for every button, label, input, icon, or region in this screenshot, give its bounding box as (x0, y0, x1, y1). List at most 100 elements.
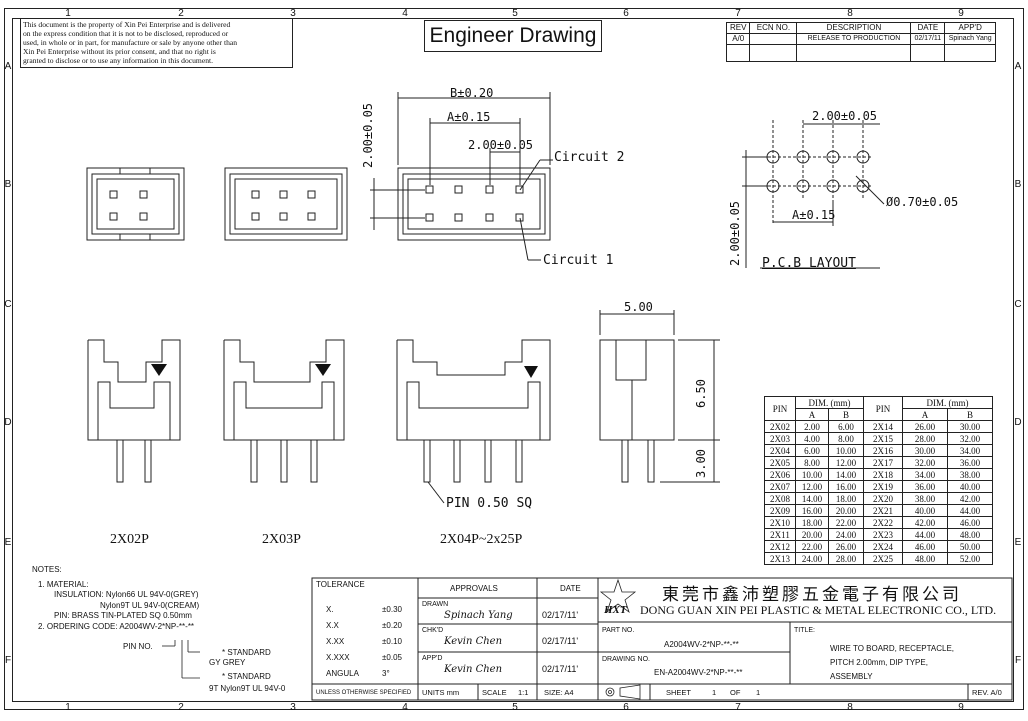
pcb-dim-a: A±0.15 (792, 208, 836, 222)
circuit-2-label: Circuit 2 (554, 150, 625, 165)
company-logo-text: HXT (604, 604, 627, 616)
rev-label: REV. A/0 (972, 688, 1002, 697)
zone-col: 3 (290, 8, 296, 19)
units: UNITS mm (422, 688, 460, 697)
tolerance-value: ±0.05 (382, 653, 402, 662)
dim-table-cell: 24.00 (828, 528, 864, 541)
zone-row: F (4, 655, 12, 666)
zone-col: 5 (512, 702, 518, 713)
notes-material: 1. MATERIAL: (38, 579, 89, 589)
page-title: Engineer Drawing (424, 20, 602, 52)
drawing-border-inner (12, 18, 1014, 702)
variant-label: 2X03P (262, 532, 301, 547)
dim-table-cell: 2X08 (764, 492, 796, 505)
side-view (599, 310, 720, 483)
variant-label: 2X04P~2x25P (440, 532, 523, 547)
zone-row: C (1014, 299, 1022, 310)
dim-table-cell: 2X24 (863, 540, 903, 553)
drawn-date: 02/17/11' (542, 610, 579, 620)
dim-table-cell: 26.00 (828, 540, 864, 553)
dim-table-header: DIM. (mm) (902, 396, 993, 409)
zone-col: 5 (512, 8, 518, 19)
zone-col: 8 (847, 8, 853, 19)
dim-table-header: B (947, 408, 993, 421)
dim-table-header: PIN (863, 396, 903, 421)
dim-table-cell: 40.00 (947, 480, 993, 493)
title-label: TITLE: (794, 627, 816, 634)
zone-col: 1 (65, 702, 71, 713)
of-label: OF (730, 688, 741, 697)
side-dim-width: 5.00 (624, 300, 653, 314)
dim-table-cell: 44.00 (902, 528, 948, 541)
title-line: WIRE TO BOARD, RECEPTACLE, (830, 644, 955, 653)
dim-table-cell: 26.00 (902, 420, 948, 433)
dim-table-cell: 40.00 (902, 504, 948, 517)
zone-col: 6 (623, 8, 629, 19)
tolerance-label: ANGULA (326, 669, 359, 678)
disclaimer-line: Xin Pei Enterprise without its prior con… (23, 47, 216, 56)
dim-table-cell: 48.00 (947, 528, 993, 541)
dim-height: 2.00±0.05 (361, 102, 375, 168)
dim-table-cell: 10.00 (795, 468, 829, 481)
sheet-value: 1 (712, 688, 717, 697)
dim-table-cell: 2X19 (863, 480, 903, 493)
dim-table-cell: 2X12 (764, 540, 796, 553)
pcb-layout (742, 120, 885, 269)
dim-table-cell: 8.00 (795, 456, 829, 469)
dim-table-cell: 8.00 (828, 432, 864, 445)
scale-value: 1:1 (518, 688, 529, 697)
notes-std2: * STANDARD (222, 672, 271, 681)
dim-table-cell: 16.00 (795, 504, 829, 517)
front-view-2x03 (223, 339, 345, 483)
tolerance-label: X.XX (326, 637, 345, 646)
dim-table-cell: 34.00 (947, 444, 993, 457)
top-view-2x02 (86, 167, 185, 241)
dim-table-cell: 2X11 (764, 528, 796, 541)
sheet-label: SHEET (666, 688, 692, 697)
dim-table-cell: 2X23 (863, 528, 903, 541)
title-line: PITCH 2.00mm, DIP TYPE, (830, 658, 928, 667)
notes-pin-no: PIN NO. (123, 642, 153, 651)
approvals-heading: APPROVALS (450, 584, 498, 593)
dim-table-cell: 30.00 (902, 444, 948, 457)
zone-col: 2 (178, 8, 184, 19)
zone-row: F (1014, 655, 1022, 666)
dim-table-cell: 46.00 (902, 540, 948, 553)
zone-row: E (4, 537, 12, 548)
dim-table-cell: 32.00 (947, 432, 993, 445)
date-heading: DATE (560, 584, 581, 593)
dim-a: A±0.15 (447, 110, 491, 124)
dim-table-header: B (828, 408, 864, 421)
dim-table-cell: 22.00 (795, 540, 829, 553)
dim-table-cell: 32.00 (902, 456, 948, 469)
dim-table-cell: 14.00 (795, 492, 829, 505)
side-dim-height: 6.50 (694, 379, 708, 408)
zone-row: B (1014, 179, 1022, 190)
dim-table-cell: 2X05 (764, 456, 796, 469)
notes-insulation: INSULATION: Nylon66 UL 94V-0(GREY) (54, 590, 199, 599)
dim-table-cell: 2X22 (863, 516, 903, 529)
dim-table-cell: 20.00 (795, 528, 829, 541)
notes-block: NOTES: 1. MATERIAL: INSULATION: Nylon66 … (32, 565, 199, 632)
dim-table-cell: 44.00 (947, 504, 993, 517)
disclaimer-line: granted to disclose or to use any inform… (23, 56, 214, 65)
pin1-marker-icon (524, 366, 538, 378)
zone-col: 1 (65, 8, 71, 19)
zone-col: 3 (290, 702, 296, 713)
dim-table-cell: 52.00 (947, 552, 993, 565)
dim-pitch: 2.00±0.05 (468, 138, 534, 152)
pin-note: PIN 0.50 SQ (446, 496, 533, 511)
notes-std1: * STANDARD (222, 648, 271, 657)
dim-table-cell: 2X07 (764, 480, 796, 493)
dim-table-cell: 20.00 (828, 504, 864, 517)
dim-table-cell: 2X16 (863, 444, 903, 457)
dim-table-cell: 2X17 (863, 456, 903, 469)
tolerance-heading: TOLERANCE (316, 580, 365, 589)
zone-col: 9 (958, 702, 964, 713)
